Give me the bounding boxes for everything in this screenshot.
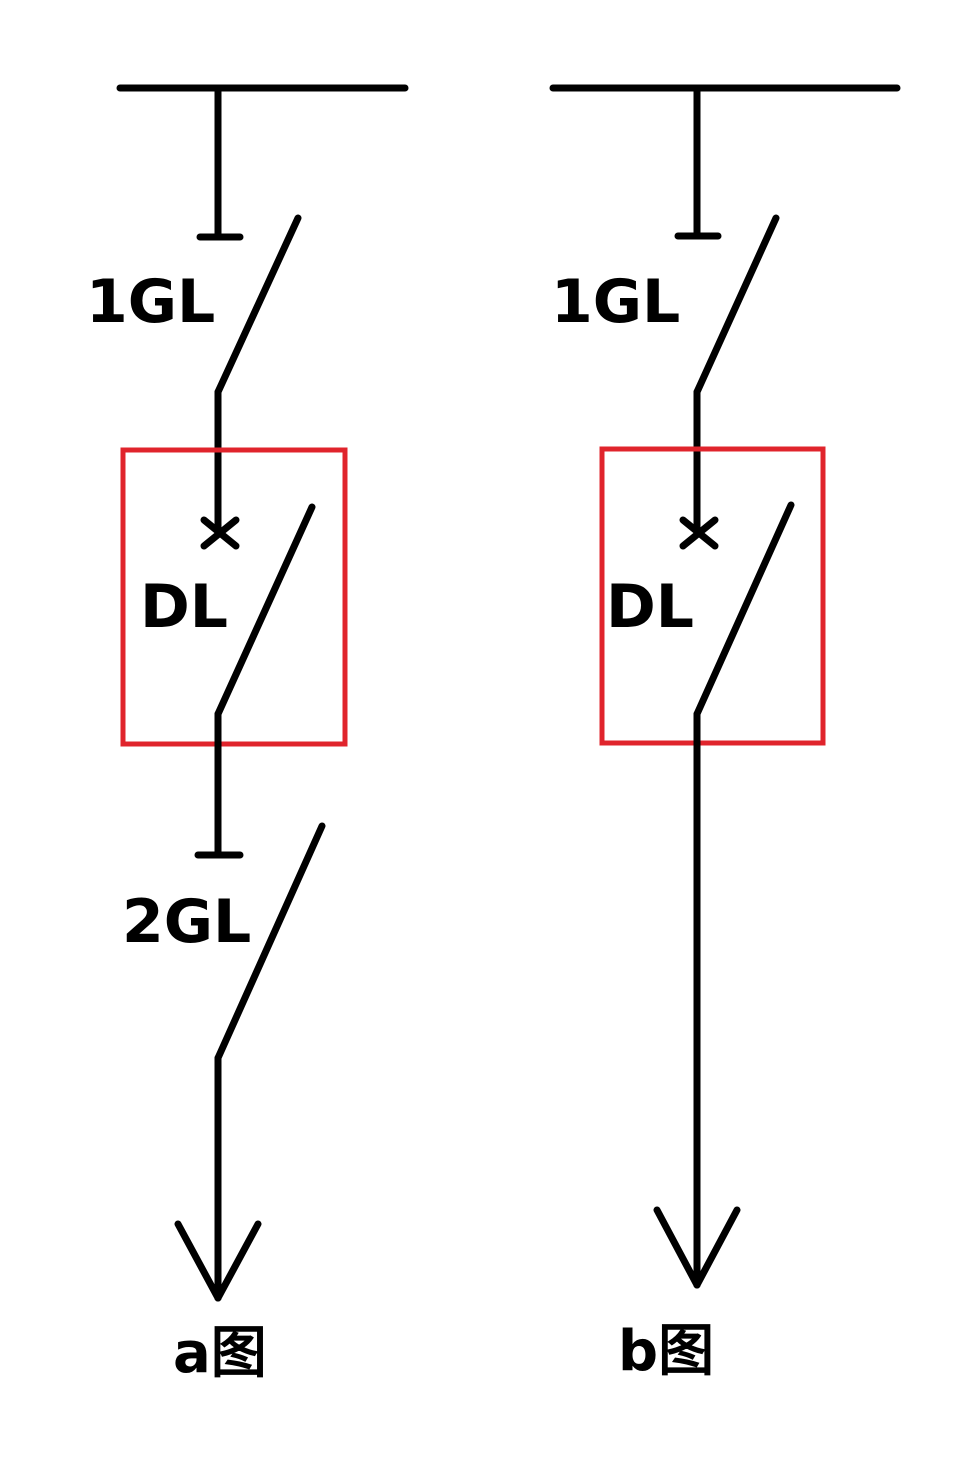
outgoing-arrow-b-icon xyxy=(653,1206,741,1289)
breaker-blade xyxy=(214,503,316,718)
outgoing-arrow-a-icon xyxy=(174,1220,262,1302)
label-dl-b: DL xyxy=(606,572,694,642)
breaker-dl-b-symbol xyxy=(679,501,795,718)
highlight-box-dl-a xyxy=(120,447,348,747)
caption-a: a图 xyxy=(173,1321,267,1386)
disconnector-blade xyxy=(693,214,780,396)
label-1gl-b: 1GL xyxy=(551,267,680,337)
disconnector-1gl-b-symbol xyxy=(674,214,780,396)
disconnector-2gl-a-symbol xyxy=(194,822,326,1062)
label-2gl-a: 2GL xyxy=(122,887,251,957)
diagram-b: 1GL DL b图 xyxy=(549,84,901,1384)
disconnector-blade xyxy=(214,822,326,1062)
caption-b: b图 xyxy=(618,1319,714,1384)
highlight-box-dl-b xyxy=(599,446,826,746)
breaker-blade xyxy=(693,501,795,718)
breaker-x-mark-icon xyxy=(200,516,240,550)
disconnector-1gl-a-symbol xyxy=(196,214,302,396)
breaker-dl-a-symbol xyxy=(200,503,316,718)
diagram-a: 1GL DL 2GL a图 xyxy=(86,84,409,1386)
disconnector-blade xyxy=(214,214,302,396)
label-dl-a: DL xyxy=(140,572,228,642)
label-1gl-a: 1GL xyxy=(86,267,215,337)
breaker-x-mark-icon xyxy=(679,516,719,550)
